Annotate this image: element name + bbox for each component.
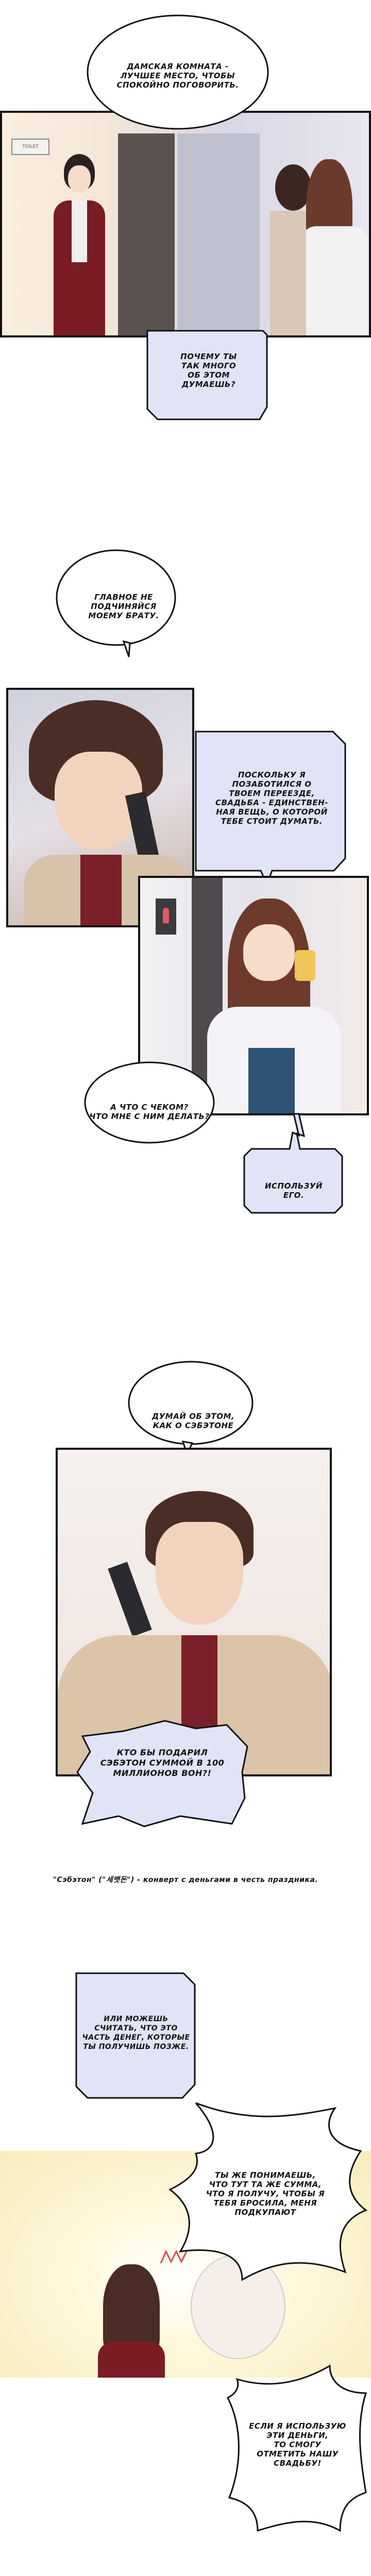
speech-text: А что с чеком? Что мне с ним делать? xyxy=(89,1103,210,1121)
narration-box xyxy=(243,1113,343,1214)
panel-office-hallway: TOILET xyxy=(0,111,371,337)
speech-text: Думай об этом, как о сэбэтоне xyxy=(151,1412,235,1430)
girl-figure xyxy=(98,2264,165,2378)
page-end-spacer xyxy=(0,2545,371,2546)
shout-text: Ты же понимаешь, что тут та же сумма, чт… xyxy=(206,2171,325,2217)
woman-figure xyxy=(48,154,110,335)
narration-text: Поскольку я позаботился о твоем переезде… xyxy=(215,770,328,826)
restroom-sign xyxy=(156,899,176,935)
phone-hand xyxy=(295,950,315,981)
couple-figures xyxy=(270,154,368,335)
speech-bubble xyxy=(56,549,176,657)
panel-girl-on-phone xyxy=(138,876,369,1115)
door-frame xyxy=(118,133,175,335)
girl-face xyxy=(243,924,295,981)
speech-bubble xyxy=(128,1361,254,1457)
narration-text: Или можешь считать, что это часть денег,… xyxy=(82,2015,190,2051)
narration-text: Используй его. xyxy=(264,1181,323,1200)
narration-text: Почему ты так много об этом думаешь? xyxy=(180,352,237,389)
panel-man-thinking xyxy=(56,1448,332,1776)
translator-footnote: "Сэбэтон" ("세뱃돈") - конверт с деньгами в… xyxy=(53,1876,318,1884)
speech-text: Главное не подчиняйся моему брату. xyxy=(88,592,159,620)
speech-bubble xyxy=(84,1061,215,1144)
shout-bubble xyxy=(226,2364,367,2532)
squiggle-mark xyxy=(160,2249,188,2264)
shout-text: Кто бы подарил сэбэтон суммой в 100 милл… xyxy=(100,1748,225,1778)
phone xyxy=(108,1562,152,1637)
hands-figure xyxy=(191,2254,285,2359)
speech-text: Дамская комната - лучшее место, чтобы сп… xyxy=(116,62,239,90)
narration-box xyxy=(75,1972,196,2099)
man-face xyxy=(156,1522,243,1625)
wall-sign: TOILET xyxy=(11,139,49,155)
man-shirt xyxy=(80,855,122,925)
speech-bubble xyxy=(87,14,269,130)
girl-jeans xyxy=(248,1048,295,1113)
shout-text: Если я использую эти деньги, то смогу от… xyxy=(249,2421,346,2468)
shout-bubble xyxy=(168,2102,368,2281)
shout-bubble xyxy=(76,1720,248,1827)
narration-box xyxy=(146,330,268,420)
narration-box xyxy=(195,731,346,886)
doorway xyxy=(177,133,260,335)
